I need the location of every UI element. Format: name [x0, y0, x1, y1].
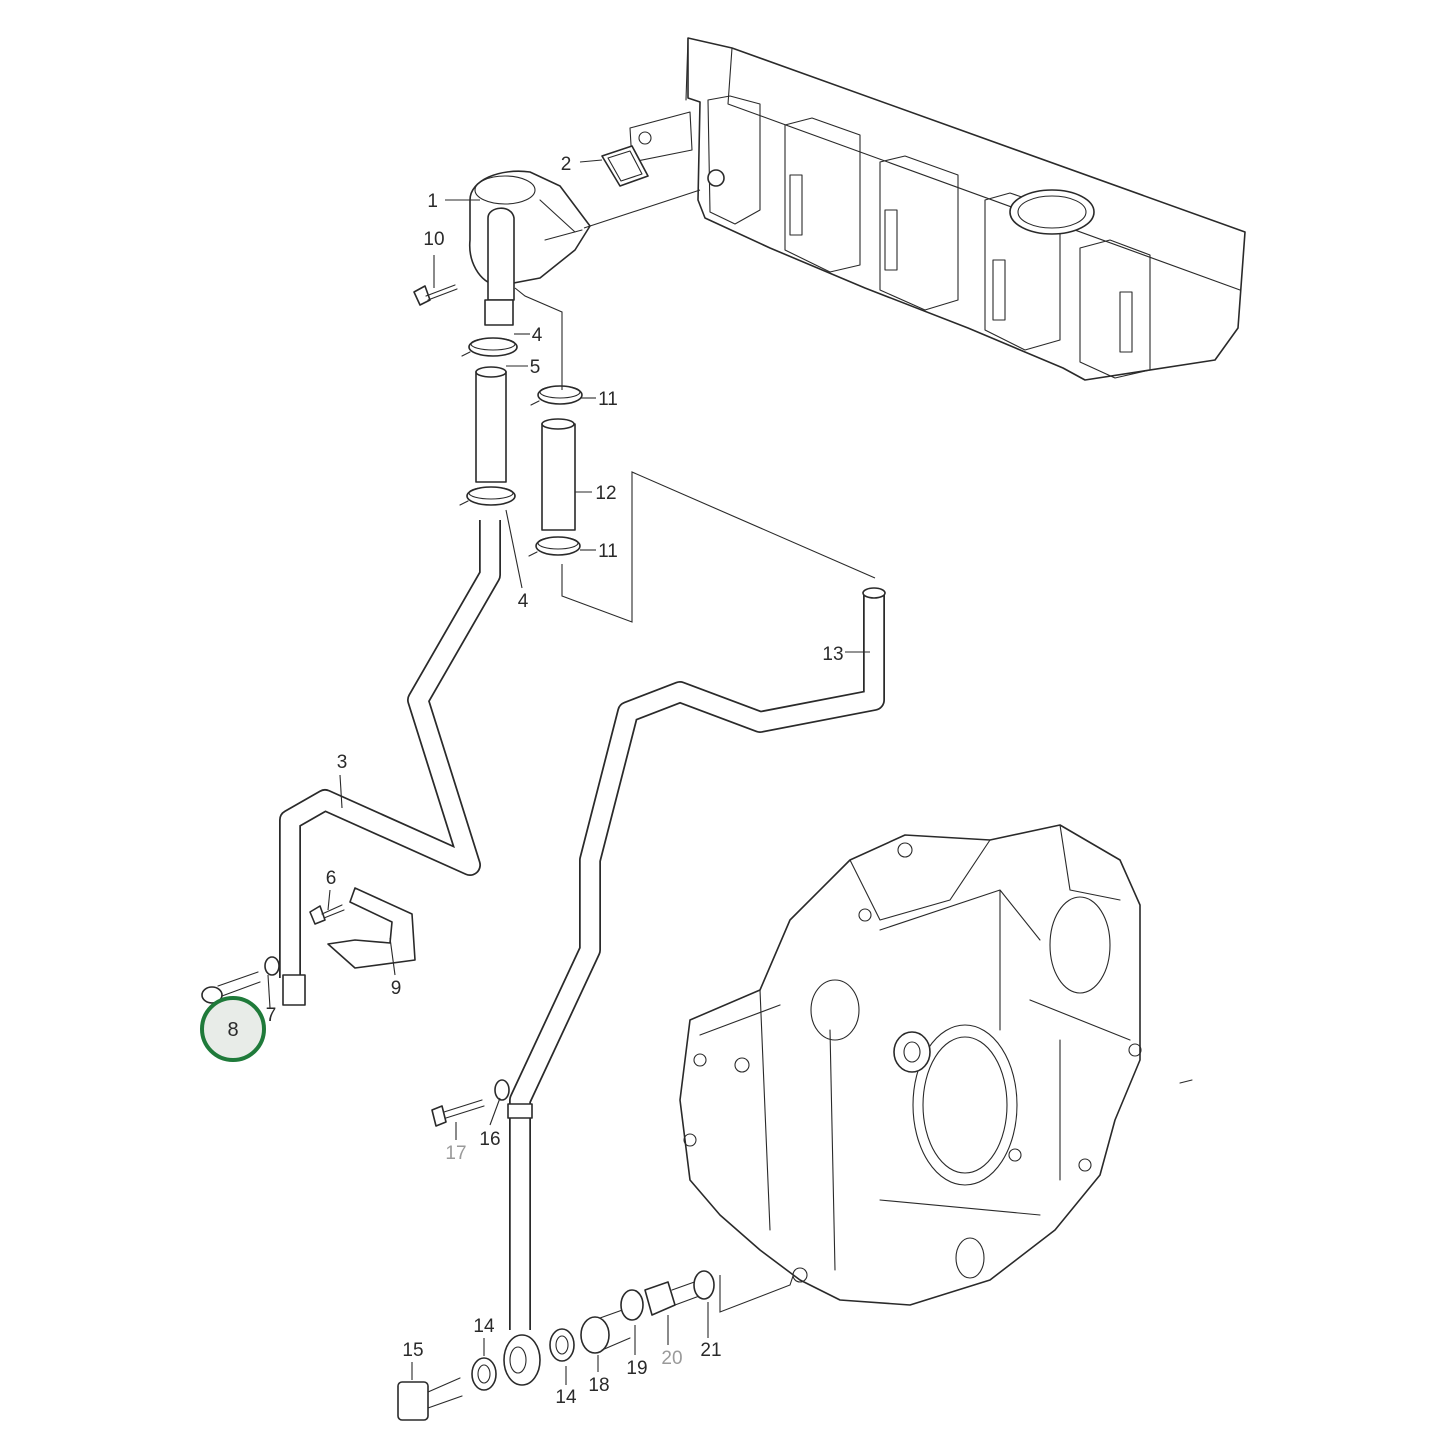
hose-12 [541, 418, 576, 531]
label-4-bottom[interactable]: 4 [518, 591, 529, 612]
banjo-fitting [503, 1334, 541, 1386]
clamp-11-top [530, 385, 583, 406]
gasket [601, 145, 649, 187]
leader-lines [267, 159, 870, 1385]
washer-7 [264, 956, 280, 976]
clamp-4-top [461, 337, 518, 357]
label-20[interactable]: 20 [661, 1348, 682, 1369]
oil-separator [468, 170, 701, 326]
bolt-8 [201, 971, 261, 1004]
label-5[interactable]: 5 [530, 357, 541, 378]
label-9[interactable]: 9 [391, 978, 402, 999]
washer-21 [693, 1270, 715, 1300]
pipe-3 [279, 520, 501, 1006]
label-12[interactable]: 12 [595, 483, 616, 504]
bracket-9 [327, 887, 416, 969]
label-13[interactable]: 13 [822, 644, 843, 665]
label-8[interactable]: 8 [227, 1019, 238, 1041]
label-6[interactable]: 6 [326, 868, 337, 889]
clamp-11-bottom [528, 536, 581, 557]
label-10[interactable]: 10 [423, 229, 444, 250]
label-14-bottom[interactable]: 14 [555, 1387, 577, 1408]
pipe-13 [507, 587, 886, 1330]
label-3[interactable]: 3 [337, 752, 348, 773]
washer-19 [620, 1289, 644, 1321]
label-18[interactable]: 18 [588, 1375, 609, 1396]
fitting-18 [580, 1307, 631, 1354]
highlight-part-8[interactable] [200, 996, 266, 1062]
bolt-6 [309, 904, 345, 925]
label-1[interactable]: 1 [427, 191, 438, 212]
washer-14-right [549, 1328, 575, 1362]
label-16[interactable]: 16 [479, 1129, 500, 1150]
label-7[interactable]: 7 [266, 1005, 277, 1026]
flywheel-housing [679, 824, 1193, 1306]
bolt-17 [431, 1099, 485, 1127]
bolt-10 [413, 284, 458, 306]
clamp-4-bottom [459, 486, 516, 506]
label-14-top[interactable]: 14 [473, 1316, 495, 1337]
highlight-ring[interactable] [200, 996, 266, 1062]
washer-16 [494, 1079, 510, 1101]
label-21[interactable]: 21 [700, 1340, 721, 1361]
label-11-bottom[interactable]: 11 [598, 541, 618, 562]
banjo-bolt-15 [397, 1377, 463, 1421]
label-4-top[interactable]: 4 [532, 325, 543, 346]
label-19[interactable]: 19 [626, 1358, 647, 1379]
label-2[interactable]: 2 [561, 154, 572, 175]
washer-14-left [471, 1357, 497, 1391]
label-15[interactable]: 15 [402, 1340, 423, 1361]
valve-cover [629, 37, 1246, 381]
label-17[interactable]: 17 [445, 1143, 466, 1164]
label-11-top[interactable]: 11 [598, 389, 618, 410]
hose-5 [475, 366, 507, 483]
part-labels: 1 2 10 4 5 11 12 11 4 13 3 6 9 7 8 16 17… [227, 154, 843, 1408]
